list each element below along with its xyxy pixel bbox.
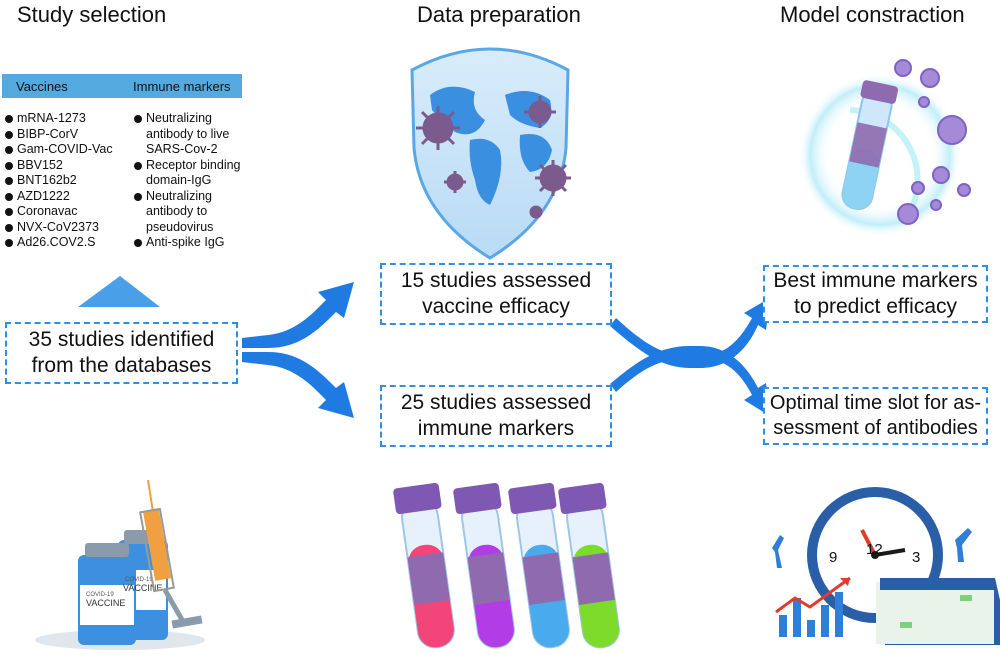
bar-chart-icon (775, 576, 851, 637)
immune-marker-list-item: Neutralizing antibody to pseudovirus (133, 189, 245, 236)
vial-back-label-big: VACCINE (123, 583, 162, 593)
vaccine-vials-icon (35, 530, 205, 650)
vaccine-list-item: Ad26.COV2.S (4, 235, 124, 251)
merge-arrow-right (610, 298, 770, 416)
box-optimal-time-slot: Optimal time slot for as-sessment of ant… (763, 387, 988, 445)
immune-markers-line2: immune markers (417, 417, 575, 440)
best-markers-line2: to predict efficacy (793, 295, 958, 318)
vaccine-list-item: Coronavac (4, 204, 124, 220)
immune-marker-list: Neutralizing antibody to live SARS-Cov-2… (133, 111, 245, 251)
studies-identified-line1: 35 studies identified (28, 327, 215, 351)
syringe-icon (139, 479, 203, 629)
immune-marker-list-item: Anti-spike IgG (133, 235, 245, 251)
vaccine-list-item: BNT162b2 (4, 173, 124, 189)
optimal-time-line2: sessment of antibodies (773, 417, 978, 439)
virus-icons-model (894, 59, 971, 225)
box-immune-markers: 25 studies assessed immune markers (380, 385, 612, 447)
box-vaccine-efficacy: 15 studies assessed vaccine efficacy (380, 263, 612, 325)
heading-data-preparation: Data preparation (417, 2, 581, 27)
vaccine-list-item: NVX-CoV2373 (4, 220, 124, 236)
box-studies-identified: 35 studies identified from the databases (5, 322, 238, 384)
split-arrow-left (242, 282, 354, 418)
vaccine-efficacy-line2: vaccine efficacy (422, 295, 570, 318)
calendar-icon (876, 578, 1000, 645)
immune-marker-list-item: Neutralizing antibody to live SARS-Cov-2 (133, 111, 245, 158)
optimal-time-line1: Optimal time slot for as- (769, 392, 982, 414)
vaccines-column-header: Vaccines (16, 79, 68, 94)
box-best-immune-markers: Best immune markers to predict efficacy (763, 265, 988, 323)
virus-icons-shield (416, 96, 571, 219)
vaccine-list-item: Gam-COVID-Vac (4, 142, 124, 158)
triangle-marker (78, 276, 160, 307)
shield-globe-icon (410, 47, 570, 260)
immune-marker-list-item: Receptor binding domain-IgG (133, 158, 245, 189)
clock-number-3: 3 (912, 549, 920, 566)
heading-model-construction: Model constraction (780, 2, 965, 27)
immune-markers-column-header: Immune markers (133, 79, 231, 94)
vial-label-big: VACCINE (86, 598, 125, 608)
vial-back-label-small: COVID-19 (125, 577, 153, 583)
clock-number-12: 12 (866, 541, 883, 558)
study-table-header: Vaccines Immune markers (2, 74, 242, 98)
vaccine-list-item: BBV152 (4, 158, 124, 174)
vaccine-list-item: BIBP-CorV (4, 127, 124, 143)
antibody-icons (772, 528, 972, 568)
sample-tubes-icon (393, 482, 620, 649)
vial-label-small: COVID-19 (86, 592, 114, 598)
vaccine-list-item: mRNA-1273 (4, 111, 124, 127)
clock-number-9: 9 (829, 549, 837, 566)
vaccine-list-item: AZD1222 (4, 189, 124, 205)
immune-markers-line1: 25 studies assessed (400, 390, 592, 414)
test-tube-glow-icon (798, 73, 962, 237)
best-markers-line1: Best immune markers (773, 268, 978, 292)
heading-study-selection: Study selection (17, 2, 167, 27)
vaccine-efficacy-line1: 15 studies assessed (400, 268, 592, 292)
studies-identified-line2: from the databases (31, 354, 212, 377)
